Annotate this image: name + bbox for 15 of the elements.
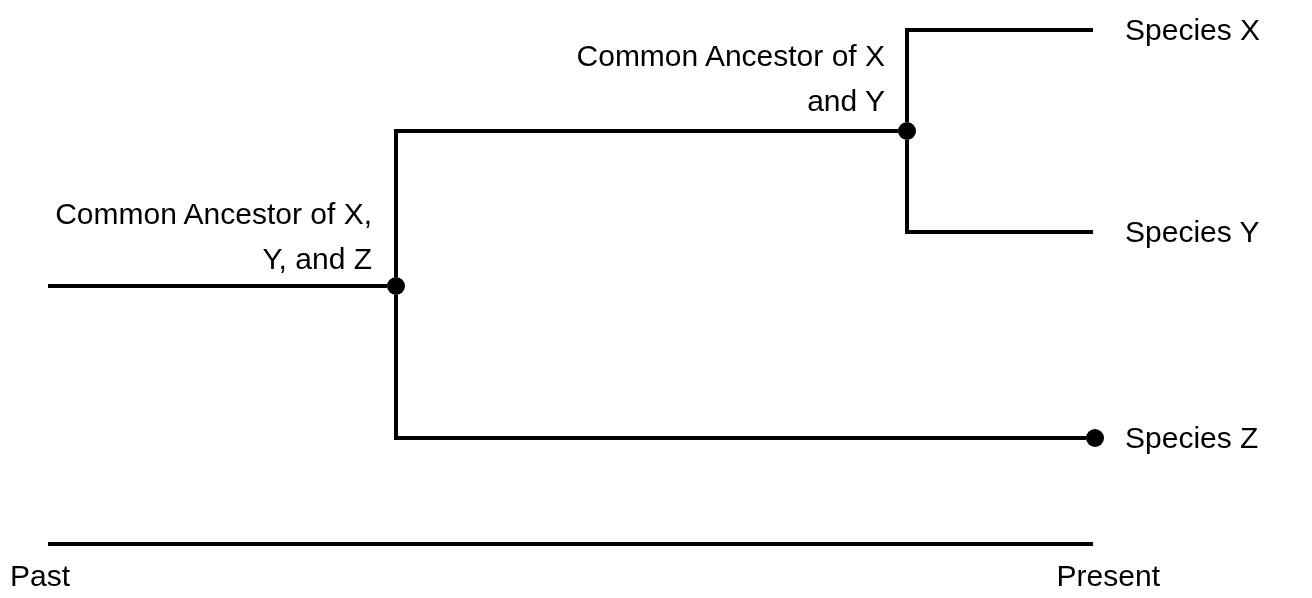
node-dot — [1086, 429, 1104, 447]
species-label: Species Z — [1125, 420, 1259, 456]
branch-line — [394, 129, 898, 277]
species-label: Species Y — [1093, 212, 1260, 252]
branch-line — [905, 140, 1093, 234]
axis-label: Past — [10, 558, 71, 594]
branch-line — [48, 284, 387, 288]
ancestor-label: Common Ancestor of X, Y, and Z — [54, 196, 372, 277]
species-label: Species X — [1093, 10, 1261, 50]
node-dot — [387, 277, 405, 295]
ancestor-label: Common Ancestor of X and Y — [575, 38, 885, 119]
node-dot — [898, 122, 916, 140]
branch-line — [905, 28, 1093, 122]
branch-line — [394, 295, 1086, 440]
axis-label: Present — [1056, 558, 1160, 594]
